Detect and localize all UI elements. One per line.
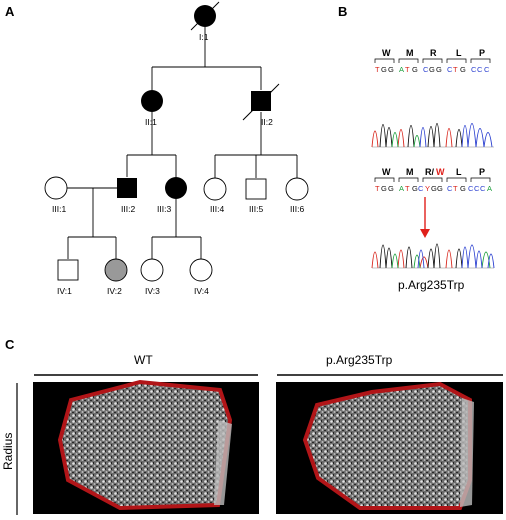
pedigree-I1: I:1 [190, 1, 220, 42]
mut-chromatogram [371, 243, 495, 269]
svg-text:P: P [479, 167, 485, 177]
pedigree-III5: III:5 [245, 178, 267, 214]
variant-label: p.Arg235Trp [398, 278, 465, 292]
svg-text:G: G [460, 184, 466, 193]
pedigree-II2: II:2 [242, 83, 280, 127]
mut-codon-brackets [374, 177, 491, 182]
pedigree-III1: III:1 [44, 176, 68, 214]
pedigree-IV4: IV:4 [189, 258, 213, 296]
radius-row-label: Radius [1, 433, 15, 470]
svg-text:C: C [423, 65, 429, 74]
svg-text:A: A [399, 65, 404, 74]
svg-text:III:1: III:1 [52, 204, 66, 214]
svg-text:T: T [375, 184, 380, 193]
svg-text:III:5: III:5 [249, 204, 263, 214]
svg-text:Y: Y [425, 184, 430, 193]
svg-text:I:1: I:1 [199, 32, 209, 42]
svg-text:C: C [477, 65, 483, 74]
svg-text:G: G [388, 65, 394, 74]
pedigree-II1: II:1 [141, 90, 163, 127]
svg-text:W: W [436, 167, 445, 177]
wt-codon-brackets [374, 58, 491, 63]
svg-text:III:4: III:4 [210, 204, 224, 214]
svg-text:C: C [480, 184, 486, 193]
svg-text:W: W [382, 167, 391, 177]
svg-text:IV:3: IV:3 [145, 286, 160, 296]
svg-text:A: A [399, 184, 404, 193]
mut-amino-acids: W M R/ W L P [382, 167, 485, 177]
svg-text:II:2: II:2 [261, 117, 273, 127]
svg-text:C: C [468, 184, 474, 193]
svg-text:G: G [381, 65, 387, 74]
svg-text:P: P [479, 48, 485, 58]
wt-bone-image [33, 379, 259, 514]
svg-text:C: C [447, 65, 453, 74]
pedigree-III4: III:4 [203, 177, 227, 214]
panel-a-label: A [5, 4, 15, 19]
svg-text:L: L [456, 48, 462, 58]
pedigree-lines [67, 27, 298, 259]
wt-chromatogram [371, 123, 494, 148]
wt-column-title: WT [134, 353, 153, 367]
svg-text:T: T [375, 65, 380, 74]
pedigree-IV1: IV:1 [57, 259, 79, 296]
pedigree-IV3: IV:3 [140, 258, 164, 296]
panel-c-label: C [5, 337, 15, 352]
svg-text:T: T [453, 65, 458, 74]
svg-text:T: T [405, 184, 410, 193]
svg-text:A: A [487, 184, 492, 193]
pedigree-IV2: IV:2 [104, 258, 128, 296]
panel-b-label: B [338, 4, 347, 19]
mut-bone-image [276, 381, 503, 514]
svg-text:G: G [437, 184, 443, 193]
svg-text:C: C [471, 65, 477, 74]
svg-text:G: G [460, 65, 466, 74]
svg-text:C: C [418, 184, 424, 193]
mutation-arrow [420, 197, 430, 238]
svg-text:IV:2: IV:2 [107, 286, 122, 296]
mut-bases: T G G A T G C Y G G C T G C C C A [375, 184, 492, 193]
wt-amino-acids: W M R L P [382, 48, 485, 58]
svg-text:R/: R/ [425, 167, 434, 177]
svg-text:G: G [388, 184, 394, 193]
wt-bases: T G G A T G C G G C T G C C C [375, 65, 490, 74]
svg-text:T: T [405, 65, 410, 74]
svg-text:L: L [456, 167, 462, 177]
svg-text:M: M [406, 48, 414, 58]
svg-text:IV:1: IV:1 [57, 286, 72, 296]
mut-column-title: p.Arg235Trp [326, 353, 393, 367]
svg-text:III:6: III:6 [290, 204, 304, 214]
svg-text:G: G [381, 184, 387, 193]
svg-text:G: G [429, 65, 435, 74]
svg-text:T: T [453, 184, 458, 193]
pedigree-III3: III:3 [157, 177, 187, 214]
svg-text:G: G [412, 184, 418, 193]
svg-text:II:1: II:1 [145, 117, 157, 127]
svg-text:W: W [382, 48, 391, 58]
svg-text:G: G [412, 65, 418, 74]
svg-text:R: R [430, 48, 437, 58]
svg-text:C: C [447, 184, 453, 193]
svg-text:IV:4: IV:4 [194, 286, 209, 296]
pedigree-III6: III:6 [285, 177, 309, 214]
svg-text:C: C [484, 65, 490, 74]
svg-text:G: G [436, 65, 442, 74]
svg-text:C: C [474, 184, 480, 193]
svg-text:G: G [431, 184, 437, 193]
svg-text:III:3: III:3 [157, 204, 171, 214]
svg-text:III:2: III:2 [121, 204, 135, 214]
pedigree-III2: III:2 [117, 178, 137, 214]
svg-text:M: M [406, 167, 414, 177]
